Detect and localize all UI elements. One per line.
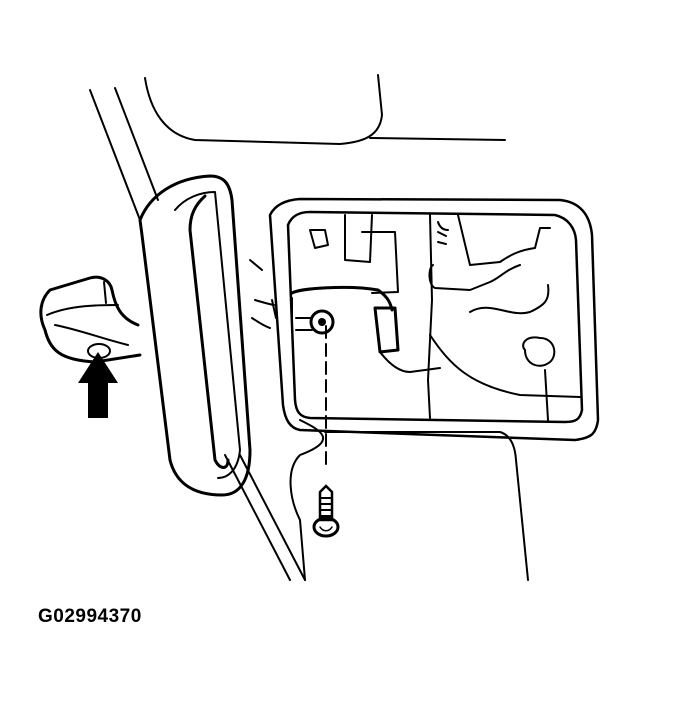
pillar-lines bbox=[89, 87, 306, 581]
wire-harness-connector bbox=[290, 285, 441, 373]
figure-caption-id: G02994370 bbox=[38, 606, 142, 627]
rear-view-mirror bbox=[138, 174, 263, 497]
headliner-opening bbox=[268, 197, 600, 581]
internal-bracket-parts bbox=[309, 214, 581, 421]
motion-lines bbox=[251, 299, 277, 329]
mirror-mount-base bbox=[39, 275, 142, 364]
headliner-outline bbox=[144, 74, 506, 145]
mounting-screw bbox=[312, 484, 340, 538]
push-direction-arrow bbox=[78, 352, 118, 418]
